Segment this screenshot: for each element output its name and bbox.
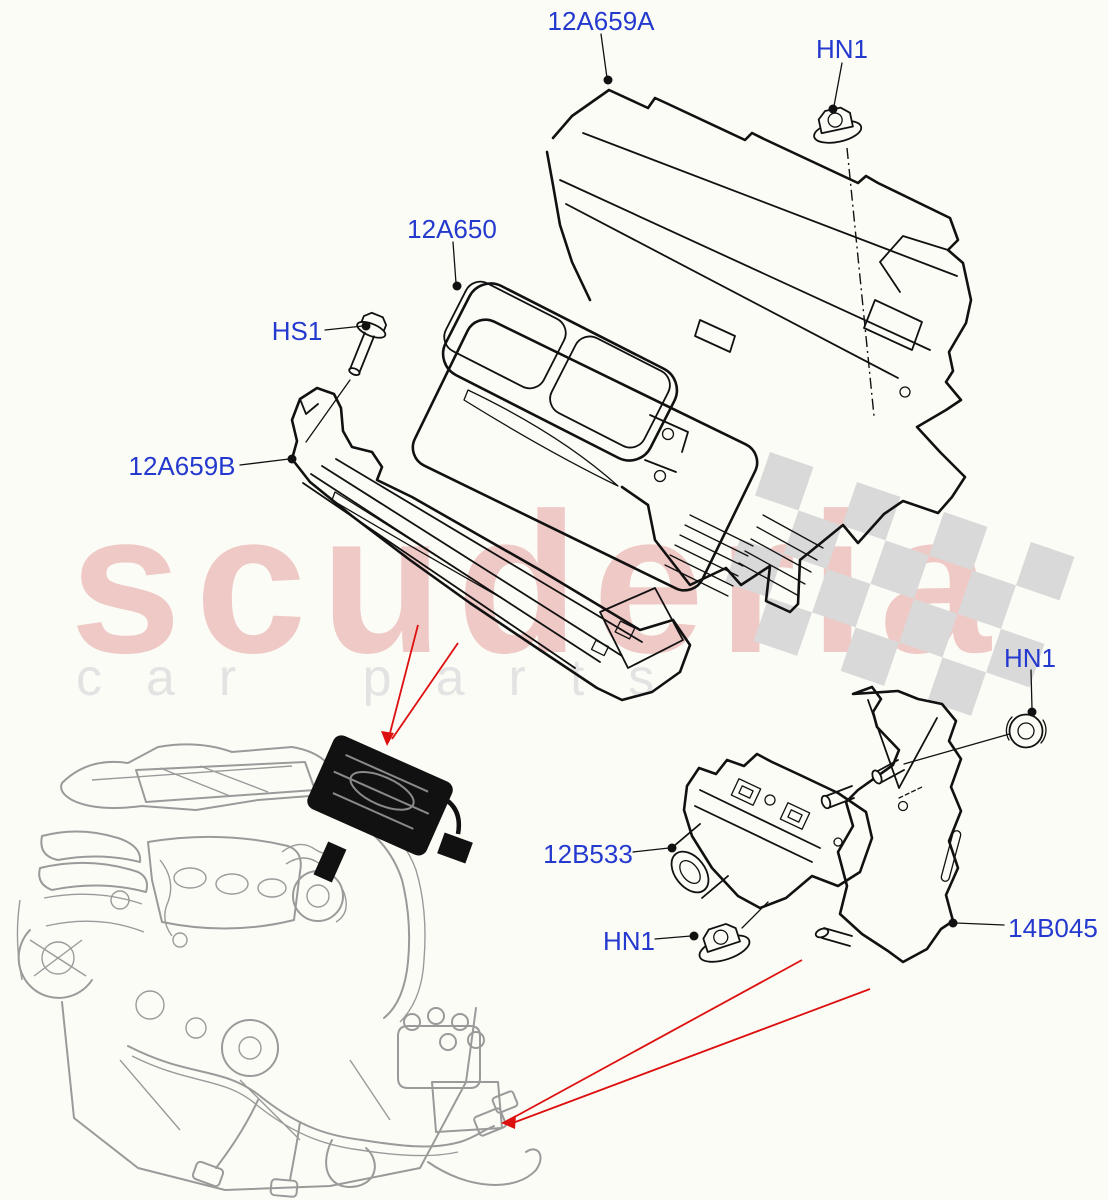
callout-12A650[interactable]: 12A650 [407, 214, 497, 244]
callout-12A659B[interactable]: 12A659B [128, 451, 236, 481]
callout-HN1-top[interactable]: HN1 [815, 34, 869, 64]
harness-connector-target [473, 1107, 507, 1137]
engine-ecu-highlight [307, 735, 473, 883]
nut-HN1-top-icon [813, 106, 875, 417]
callout-HN1-right[interactable]: HN1 [1003, 643, 1057, 673]
part-drawing-12A650 [411, 280, 759, 597]
callout-leader-lines [239, 33, 1037, 941]
watermark-tagline-text: car parts [76, 649, 698, 707]
callout-14B045[interactable]: 14B045 [1008, 913, 1098, 943]
nut-HN1-right-icon [1005, 713, 1047, 749]
part-drawing-12A659B [290, 386, 692, 702]
callout-12A659A[interactable]: 12A659A [547, 6, 655, 36]
callout-HN1-bottom[interactable]: HN1 [602, 926, 656, 956]
checkered-flag-watermark [725, 452, 1075, 716]
nut-HN1-bottom-icon [698, 901, 769, 963]
watermark: scuderia car parts [70, 452, 1075, 716]
red-locator-arrows [381, 624, 871, 1129]
part-drawing-12B533 [670, 752, 874, 910]
callout-12B533[interactable]: 12B533 [543, 839, 633, 869]
part-drawing-12A659A [545, 88, 973, 614]
part-drawing-14B045 [814, 685, 1014, 964]
engine-harness [127, 1045, 542, 1198]
engine-illustration [16, 735, 542, 1198]
callout-HS1[interactable]: HS1 [271, 316, 323, 346]
